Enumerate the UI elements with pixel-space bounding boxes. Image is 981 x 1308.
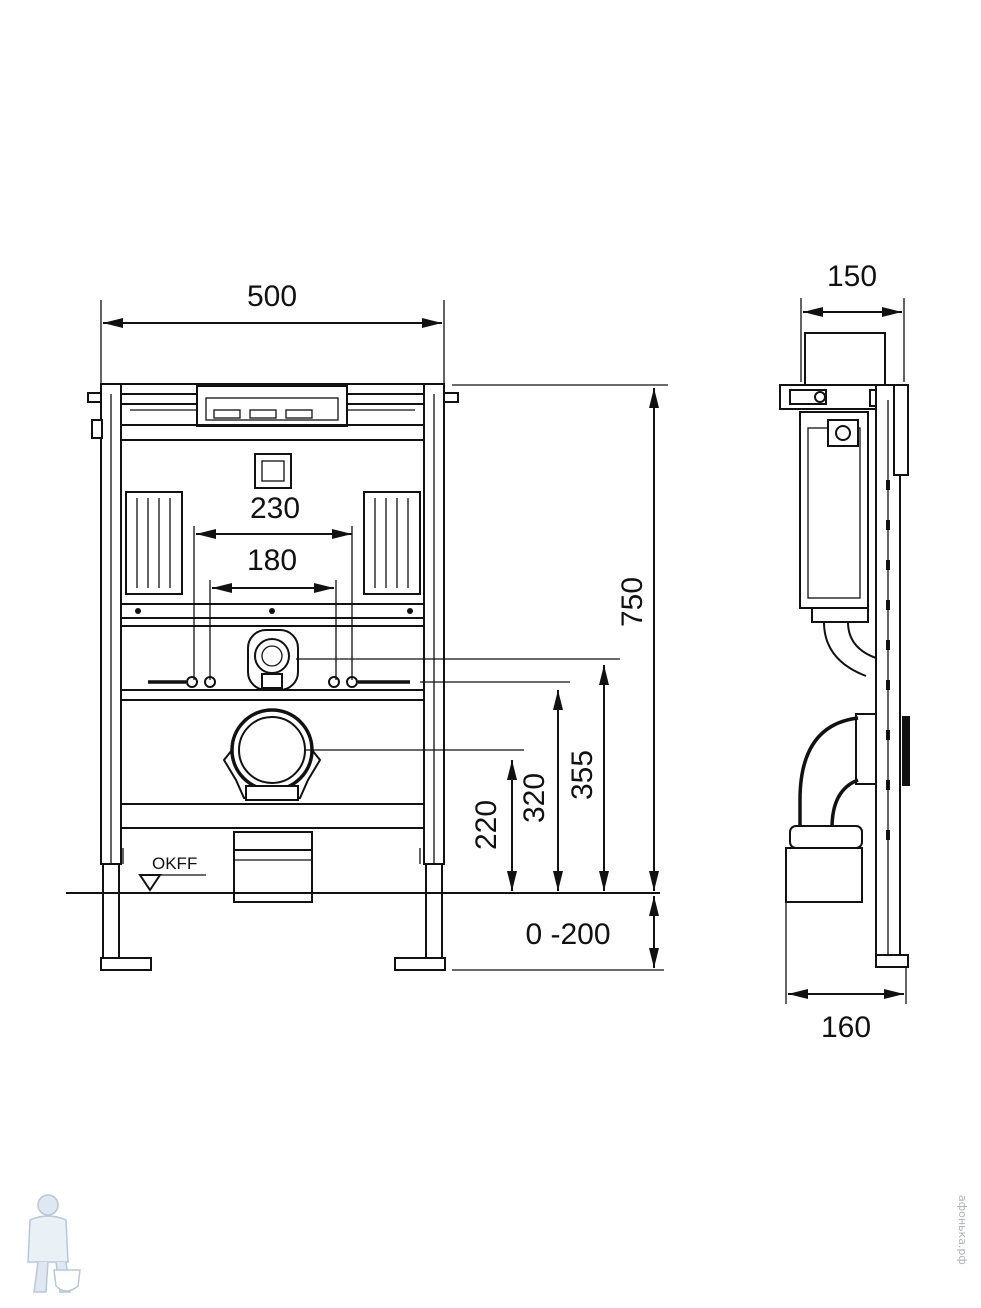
dimension-500: 500 (100, 280, 445, 385)
dimension-355-label: 355 (566, 750, 599, 800)
floor-level-line: OKFF (66, 854, 660, 894)
dimension-160: 160 (785, 902, 907, 1044)
dimension-320: 320 (518, 690, 563, 891)
dimension-180: 180 (209, 544, 337, 680)
dimension-230: 230 (193, 492, 353, 680)
dimension-180-label: 180 (247, 544, 297, 577)
dimension-355: 355 (566, 665, 609, 891)
dimension-220-label: 220 (470, 800, 503, 850)
dimension-230-label: 230 (250, 492, 300, 525)
dimension-150: 150 (800, 260, 905, 382)
dimension-150-label: 150 (827, 260, 877, 293)
side-view: 150 (779, 260, 910, 1044)
site-watermark-text: афонька.рф (956, 1195, 969, 1265)
okff-label: OKFF (152, 854, 197, 873)
frame-structure (87, 383, 459, 971)
dimension-160-label: 160 (821, 1011, 871, 1044)
front-view: 500 (66, 280, 668, 971)
plumber-mascot-icon (27, 1194, 81, 1293)
dimension-leg-adjustment: 0 -200 (525, 896, 659, 968)
dimension-220: 220 (470, 760, 517, 891)
site-watermark: афонька.рф (953, 1195, 973, 1295)
dimension-leg-adjustment-label: 0 -200 (525, 918, 610, 951)
dimension-500-label: 500 (247, 280, 297, 313)
dimension-750: 750 (616, 388, 659, 891)
dimension-320-label: 320 (518, 773, 551, 823)
dimension-750-label: 750 (616, 577, 649, 627)
